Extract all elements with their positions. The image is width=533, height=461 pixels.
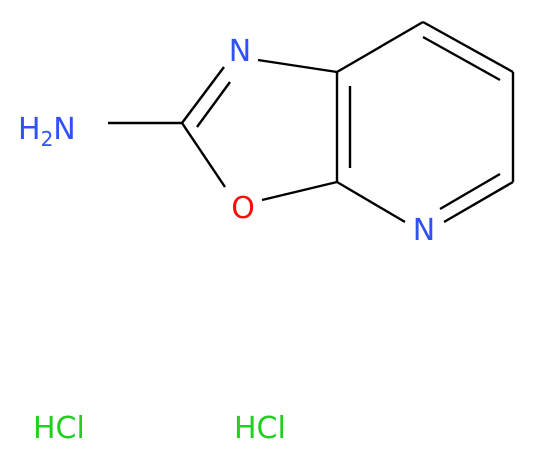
bond-c3a-c4 (336, 20, 424, 74)
bond-c2-n3 (181, 66, 225, 124)
atom-amine: H2N (18, 112, 76, 151)
bond-c6-n4 (443, 180, 514, 224)
bond-c4-c5 (422, 20, 514, 74)
bond-c7a-o1 (261, 180, 338, 202)
bond-c2-n3-inner (196, 81, 231, 128)
bond-n4-c7a (336, 180, 406, 224)
atom-n4: N (413, 213, 435, 248)
atom-n3: N (229, 34, 251, 69)
salt-hcl-2: HCl (234, 411, 286, 446)
bond-c6-n4-inner (439, 172, 501, 211)
bond-o1-c2 (181, 122, 226, 188)
salt-hcl-1: HCl (33, 411, 85, 446)
atom-o1: O (231, 191, 255, 226)
bond-c4-c5-inner (422, 35, 501, 82)
bond-n3-c3a (257, 58, 338, 74)
